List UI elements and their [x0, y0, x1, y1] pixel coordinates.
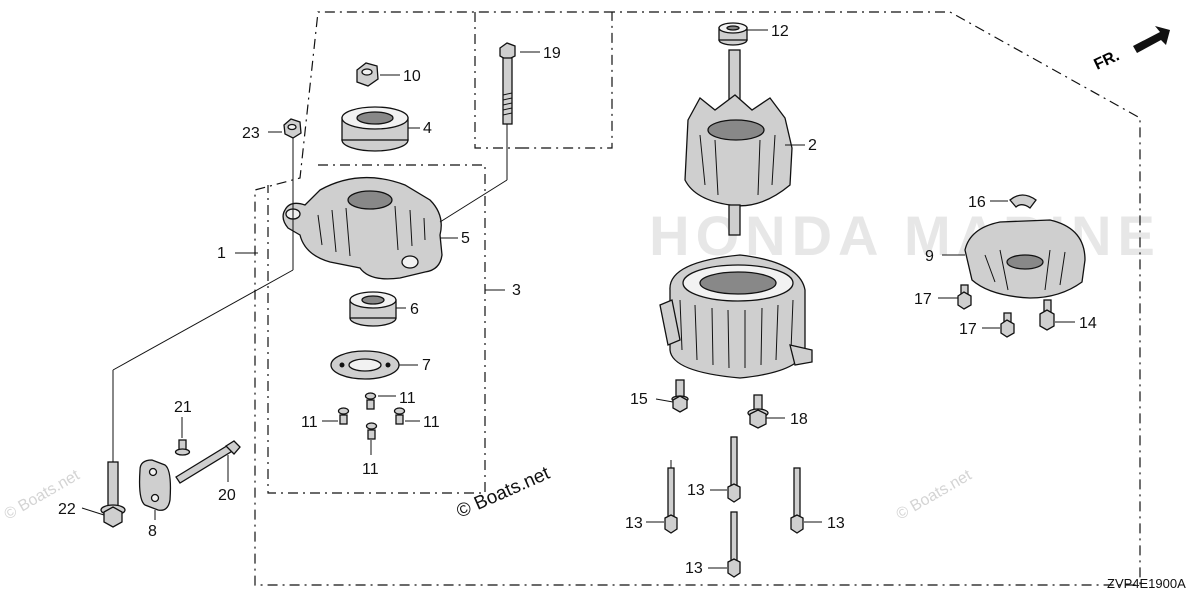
part-through-bolts — [664, 436, 804, 578]
callout-5: 5 — [461, 230, 470, 247]
part-bearing-plate — [330, 350, 400, 380]
callout-2: 2 — [808, 137, 817, 154]
part-mounting-plate — [138, 459, 172, 511]
bolt-group-boundary — [474, 12, 520, 149]
rear-cover-assembly-boundary — [267, 164, 486, 494]
callout-13-b: 13 — [625, 515, 643, 532]
callout-11-a: 11 — [399, 390, 416, 407]
watermark-right: © Boats.net — [894, 467, 976, 524]
front-direction-indicator: FR. — [1092, 26, 1170, 74]
part-flange-bolt — [100, 461, 126, 528]
callout-11-b: 11 — [301, 414, 318, 431]
callout-19: 19 — [543, 45, 561, 62]
callout-18: 18 — [790, 411, 808, 428]
callout-23: 23 — [242, 125, 260, 142]
part-clip — [1009, 194, 1037, 209]
main-assembly-boundary — [254, 11, 1141, 586]
callout-15: 15 — [630, 391, 648, 408]
callout-numbers: 1 2 3 4 5 6 7 8 9 10 11 11 11 11 12 13 1… — [58, 23, 1097, 577]
part-seal-ring — [341, 106, 409, 152]
front-direction-label: FR. — [1092, 47, 1123, 73]
part-cover-nut — [1039, 299, 1055, 331]
callout-6: 6 — [410, 301, 419, 318]
callout-9: 9 — [925, 248, 934, 265]
part-front-housing — [282, 176, 443, 280]
callout-13-d: 13 — [685, 560, 703, 577]
part-rear-cover — [964, 219, 1086, 299]
part-stud-bolt — [175, 440, 241, 484]
callout-14: 14 — [1079, 315, 1097, 332]
callout-20: 20 — [218, 487, 236, 504]
callout-11-d: 11 — [362, 461, 379, 478]
part-bearing — [349, 291, 397, 327]
part-long-bolt — [499, 42, 516, 125]
part-cover-bolts — [957, 284, 1015, 338]
part-nut — [356, 62, 379, 87]
assembly-boundaries — [254, 11, 1141, 586]
part-terminal-bolt — [747, 394, 769, 429]
callout-4: 4 — [423, 120, 432, 137]
callout-1: 1 — [217, 245, 226, 262]
diagram-code: ZVP4E1900A — [1107, 576, 1186, 591]
callout-22: 22 — [58, 501, 76, 518]
callout-12: 12 — [771, 23, 789, 40]
callout-16: 16 — [968, 194, 986, 211]
callout-17-a: 17 — [914, 291, 932, 308]
callout-10: 10 — [403, 68, 421, 85]
leader-lines — [81, 29, 1075, 569]
part-small-bolt — [174, 439, 191, 456]
callout-13-c: 13 — [827, 515, 845, 532]
part-stator-bolt — [671, 379, 689, 413]
part-rotor — [684, 49, 793, 236]
callout-13-a: 13 — [687, 482, 705, 499]
callout-8: 8 — [148, 523, 157, 540]
part-small-nut — [283, 118, 302, 139]
callout-3: 3 — [512, 282, 521, 299]
callout-11-c: 11 — [423, 414, 440, 431]
front-arrow-icon — [1133, 26, 1170, 53]
part-collar — [718, 22, 748, 46]
part-stator — [659, 254, 813, 379]
part-screws — [337, 392, 406, 440]
callout-7: 7 — [422, 357, 431, 374]
callout-17-b: 17 — [959, 321, 977, 338]
callout-21: 21 — [174, 399, 192, 416]
